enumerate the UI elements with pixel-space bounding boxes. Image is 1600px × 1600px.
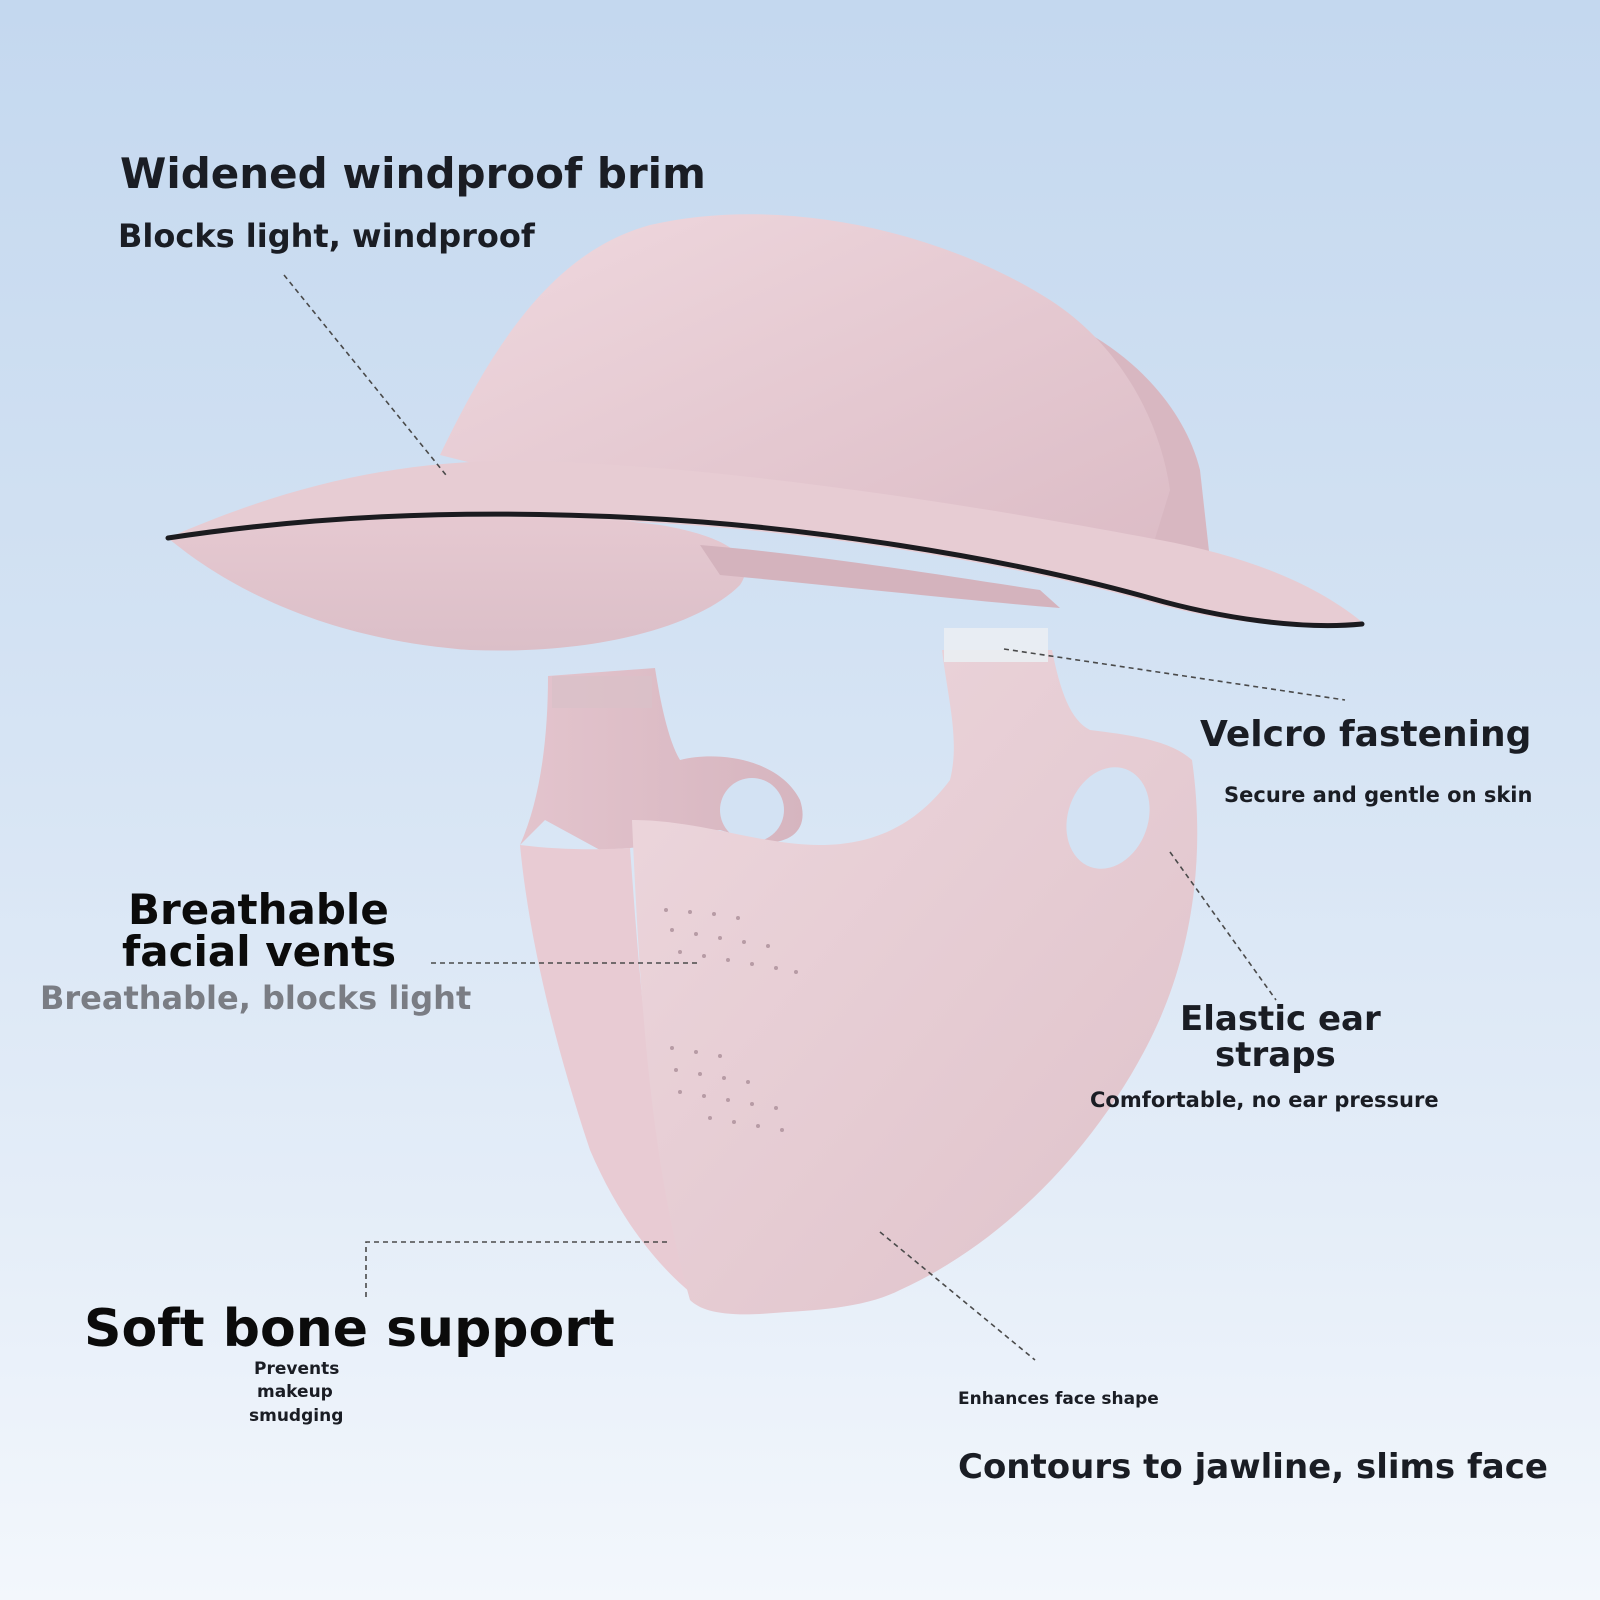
velcro-patch-left [552, 676, 652, 708]
velcro-title: Velcro fastening [1200, 714, 1532, 755]
ear-straps-subtitle: Comfortable, no ear pressure [1090, 1088, 1439, 1112]
leader-brim [283, 274, 447, 476]
visor-brim-underside [168, 512, 746, 651]
visor-brim-top [168, 460, 1362, 626]
mask-right-ear-hole [1066, 767, 1150, 869]
visor-illustration [165, 214, 1365, 651]
mask-front-panel [632, 650, 1198, 1315]
soft-bone-note-line3: smudging [249, 1406, 344, 1426]
mask-left-side [520, 845, 700, 1300]
velcro-patch-right [944, 628, 1048, 662]
velcro-subtitle: Secure and gentle on skin [1224, 783, 1533, 807]
vents-title-line1: Breathable [128, 885, 389, 934]
visor-inner-band [700, 545, 1060, 608]
ear-straps-title-line1: Elastic ear [1180, 999, 1381, 1039]
vent-holes [664, 908, 798, 1132]
soft-bone-note-line1: Prevents [254, 1359, 340, 1379]
brim-subtitle: Blocks light, windproof [118, 217, 535, 255]
leader-velcro [1003, 648, 1346, 701]
contour-title: Contours to jawline, slims face [958, 1447, 1548, 1487]
vents-title-line2: facial vents [122, 927, 397, 976]
vents-subtitle: Breathable, blocks light [40, 979, 472, 1017]
visor-brim-edge [165, 511, 1365, 629]
leader-contour [879, 1231, 1036, 1361]
brim-title: Widened windproof brim [120, 149, 706, 198]
leader-lines [283, 274, 1346, 1361]
soft-bone-title: Soft bone support [84, 1299, 615, 1359]
mask-left-ear-hole [720, 778, 784, 842]
contour-note: Enhances face shape [958, 1389, 1159, 1409]
leader-soft-bone [365, 1241, 670, 1297]
ear-straps-title-line2: straps [1215, 1035, 1336, 1075]
soft-bone-note-line2: makeup [257, 1382, 333, 1402]
leader-ear-straps [1169, 851, 1277, 1001]
face-mask-illustration [520, 628, 1198, 1315]
